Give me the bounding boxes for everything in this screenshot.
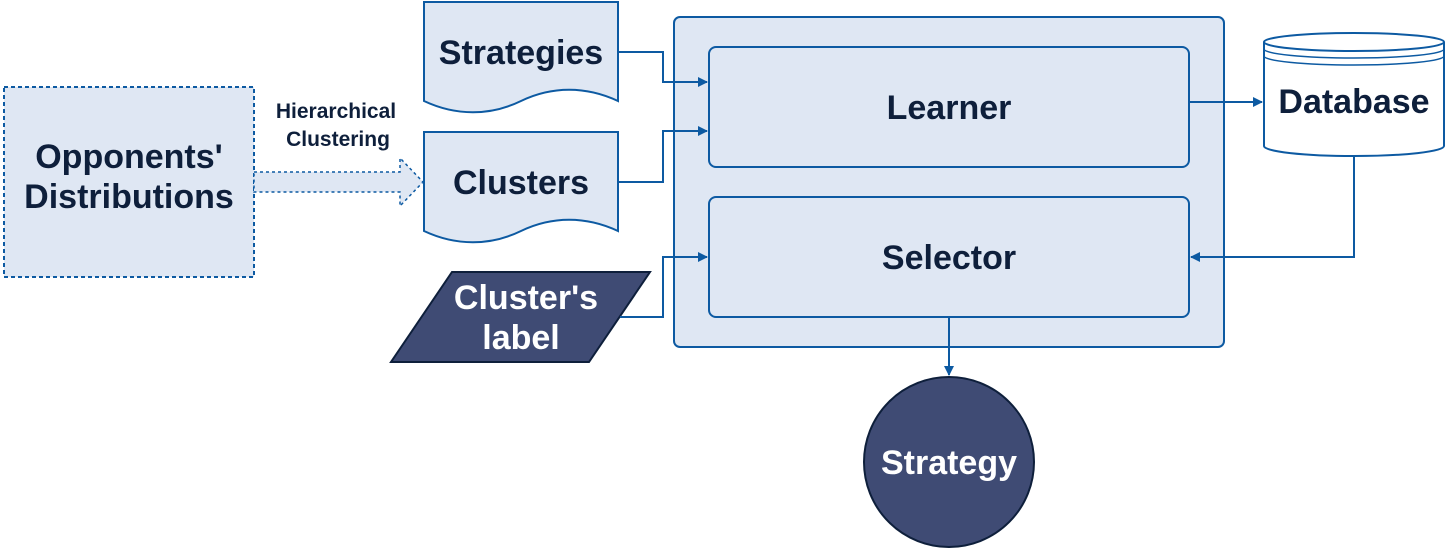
hierarchical-clustering-label-line1: Hierarchical [276, 100, 396, 123]
opponents-distributions-label-line1: Opponents' [35, 138, 223, 176]
strategy-output-node: Strategy [863, 376, 1035, 548]
learner-node: Learner [708, 46, 1190, 168]
strategy-label: Strategy [881, 444, 1017, 482]
hierarchical-clustering-label-line2: Clustering [286, 128, 390, 151]
selector-label: Selector [882, 239, 1016, 277]
learner-label: Learner [887, 89, 1012, 127]
cluster-label-input-node: Cluster's label [389, 271, 652, 363]
database-to-selector-connector [1190, 156, 1355, 262]
clusters-label: Clusters [453, 164, 589, 202]
strategies-document-node: Strategies [423, 1, 619, 114]
cluster-label-line1: Cluster's [454, 279, 598, 317]
opponents-distributions-node: Opponents' Distributions [3, 86, 255, 278]
strategies-label: Strategies [439, 34, 603, 72]
clusters-to-learner-connector [618, 126, 708, 183]
cluster-label-line2: label [482, 319, 559, 357]
cluster-label-to-selector-connector [620, 252, 708, 318]
database-label: Database [1278, 83, 1429, 121]
selector-node: Selector [708, 196, 1190, 318]
clusters-document-node: Clusters [423, 131, 619, 244]
strategies-to-learner-connector [618, 51, 708, 87]
database-node: Database [1263, 32, 1445, 157]
hierarchical-clustering-edge: Hierarchical Clustering [253, 100, 425, 208]
opponents-distributions-label-line2: Distributions [24, 178, 234, 216]
